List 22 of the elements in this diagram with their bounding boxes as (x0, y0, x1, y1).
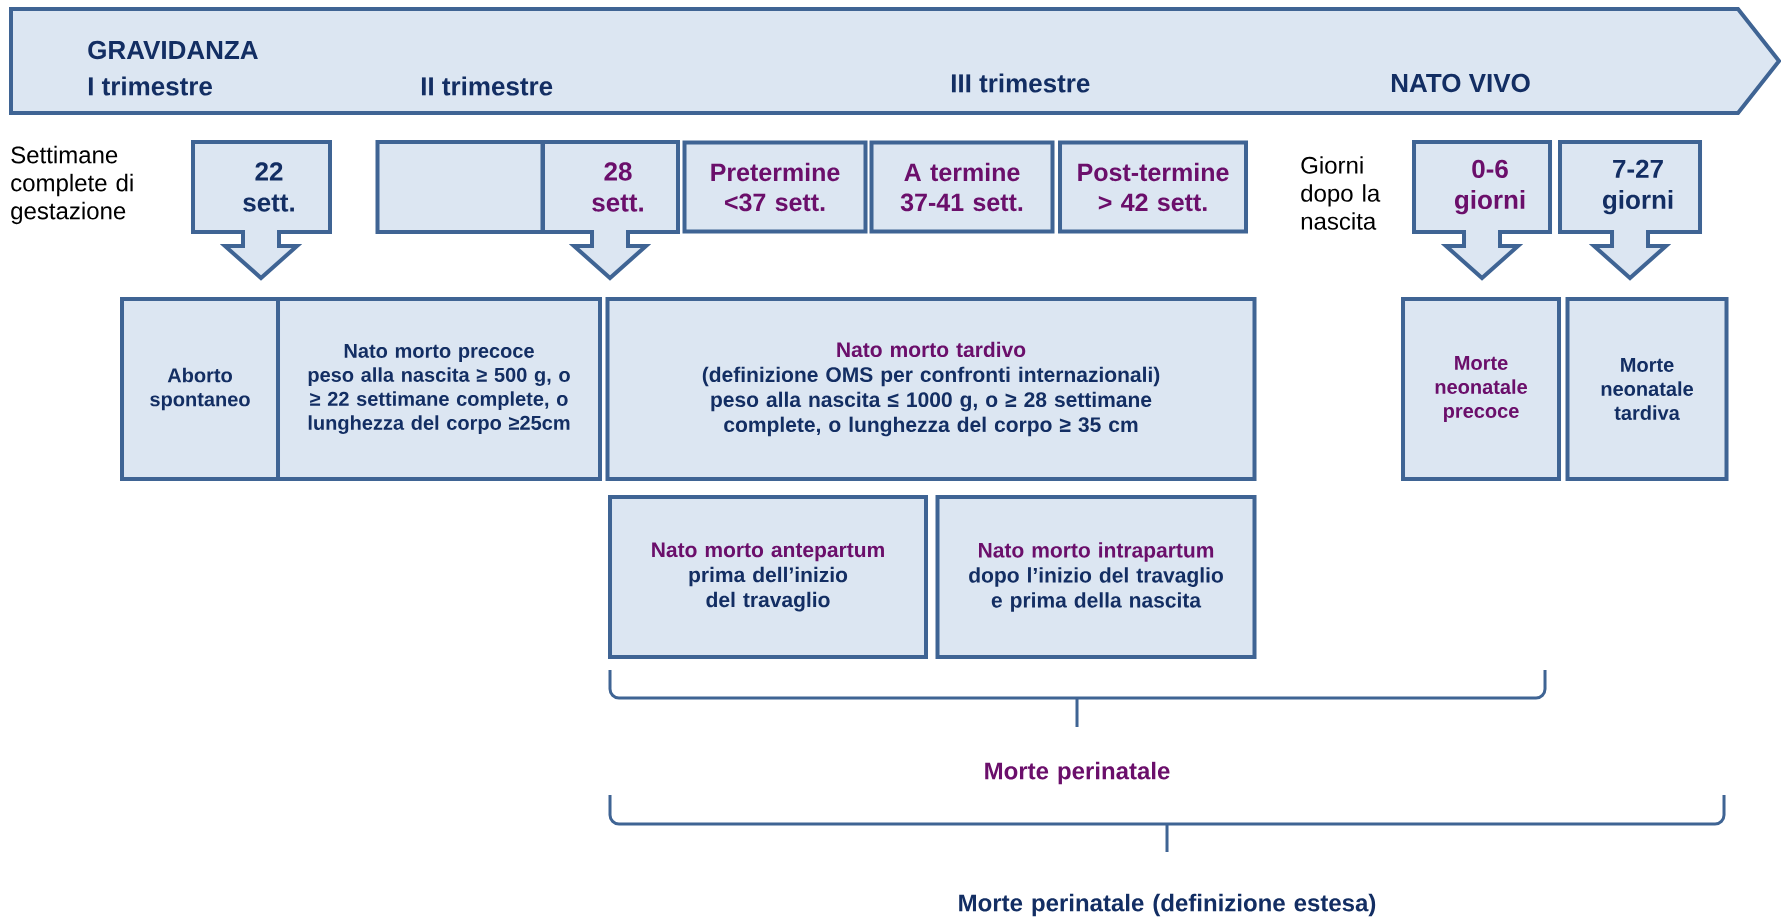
down-arrow-callout: 7-27 giorni (1558, 140, 1702, 281)
axis-label: Settimane complete di gestazione (11, 145, 133, 225)
down-arrow-callout: 0-6 giorni (1412, 140, 1552, 281)
down-arrow-callout: 22 sett. (191, 140, 332, 281)
down-arrow-callout: 28 sett. (541, 140, 680, 281)
band-label: III trimestre (951, 73, 1090, 93)
group-label: Morte perinatale (985, 761, 1170, 785)
category-box: Nato morto antepartum prima dell’inizio del travaglio (608, 495, 928, 659)
category-box: A termine 37-41 sett. (869, 140, 1055, 234)
category-box: Pretermine <37 sett. (682, 140, 868, 234)
heading: GRAVIDANZA (88, 40, 258, 60)
category-box: Post-termine > 42 sett. (1058, 140, 1248, 234)
axis-label: Giorni dopo la nascita (1301, 156, 1381, 230)
category-box: Morte neonatale tardiva (1565, 297, 1729, 481)
band-label: I trimestre (88, 76, 212, 96)
group-label: Morte perinatale (definizione estesa) (959, 893, 1376, 917)
category-box: Aborto spontaneo (120, 297, 280, 481)
band-label: NATO VIVO (1391, 73, 1530, 93)
band-label: II trimestre (421, 76, 553, 96)
category-box: Nato morto tardivo (definizione OMS per confronti internazionali) peso alla nascita ≤ 1000 g, o ≥ 28 settimane complete, o lunghezza del corpo ≥ 35 cm (605, 297, 1257, 481)
category-box: Morte neonatale precoce (1401, 297, 1561, 481)
category-box: Nato morto intrapartum dopo l’inizio del travaglio e prima della nascita (935, 495, 1257, 659)
